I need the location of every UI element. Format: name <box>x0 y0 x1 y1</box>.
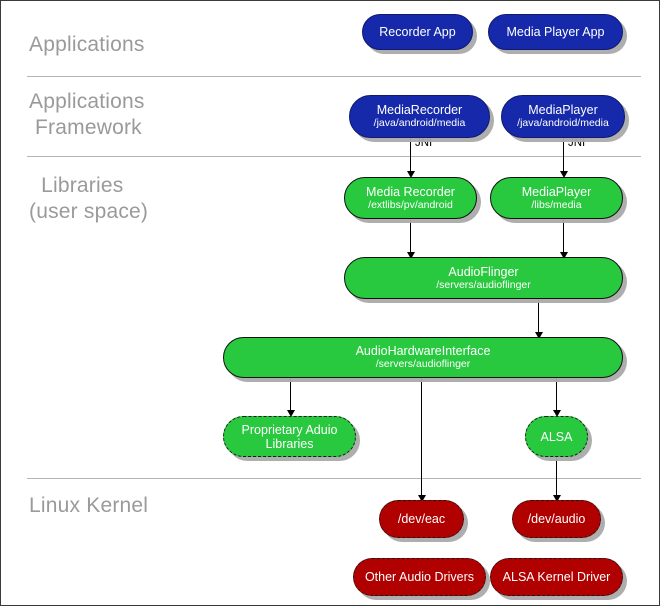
divider-libraries <box>27 478 641 479</box>
node-media-recorder-lib-subtitle: /extlibs/pv/android <box>368 198 453 211</box>
node-proprietary-audio-libraries-subtitle: Libraries <box>265 436 314 451</box>
node-audiohardwareinterface-subtitle: /servers/audioflinger <box>375 358 471 371</box>
node-proprietary-audio-libraries-title: Proprietary Aduio <box>241 422 338 437</box>
arrowhead-ahi-to-proprietary <box>287 410 295 417</box>
node-media-recorder-lib-title: Media Recorder <box>366 184 455 199</box>
node-proprietary-audio-libraries[interactable]: Proprietary Aduio Libraries <box>223 416 356 457</box>
band-label-applications-framework: Applications Framework <box>29 90 145 139</box>
node-recorder-app[interactable]: Recorder App <box>362 14 473 50</box>
connector-ahi-to-alsa <box>556 377 558 415</box>
node-mediaplayer-lib[interactable]: MediaPlayer /libs/media <box>490 177 623 219</box>
node-alsa-kernel-driver-title: ALSA Kernel Driver <box>502 570 611 584</box>
node-audioflinger[interactable]: AudioFlinger /servers/audioflinger <box>344 257 623 299</box>
connector-ahi-to-dev-eac <box>421 377 423 500</box>
node-dev-eac-title: /dev/eac <box>397 512 446 526</box>
edge-label-jni-recorder: JNI <box>415 137 433 149</box>
node-media-recorder-lib[interactable]: Media Recorder /extlibs/pv/android <box>344 177 477 219</box>
divider-applications-framework <box>27 156 641 157</box>
divider-applications <box>27 76 641 77</box>
node-audiohardwareinterface[interactable]: AudioHardwareInterface /servers/audiofli… <box>223 337 623 378</box>
arrowhead-ahi-to-alsa <box>553 410 561 417</box>
connector-media-recorder-to-audioflinger <box>410 219 412 257</box>
band-label-linux-kernel: Linux Kernel <box>29 494 149 517</box>
node-media-player-app-title: Media Player App <box>506 25 605 39</box>
node-mediaplayer-framework-title: MediaPlayer <box>528 103 598 118</box>
node-recorder-app-title: Recorder App <box>379 25 456 39</box>
node-dev-eac[interactable]: /dev/eac <box>379 500 464 538</box>
node-mediaplayer-lib-title: MediaPlayer <box>521 184 592 199</box>
node-mediaplayer-framework[interactable]: MediaPlayer /java/android/media <box>501 95 625 138</box>
connector-mediaplayer-to-audioflinger <box>563 219 565 257</box>
connector-audioflinger-to-audiohardwareinterface <box>538 299 540 337</box>
node-alsa-title: ALSA <box>540 429 573 444</box>
node-mediarecorder-framework[interactable]: MediaRecorder /java/android/media <box>349 95 490 138</box>
node-alsa-kernel-driver[interactable]: ALSA Kernel Driver <box>490 558 623 596</box>
band-label-libraries: Libraries (user space) <box>29 174 149 223</box>
node-dev-audio-title: /dev/audio <box>527 512 586 526</box>
connector-ahi-to-proprietary <box>290 377 292 415</box>
node-audioflinger-title: AudioFlinger <box>448 264 519 279</box>
node-other-audio-drivers[interactable]: Other Audio Drivers <box>353 558 486 596</box>
node-other-audio-drivers-title: Other Audio Drivers <box>364 570 475 584</box>
node-mediaplayer-framework-subtitle: /java/android/media <box>517 117 609 130</box>
arrowhead-mediaplayer-jni <box>560 171 568 178</box>
node-mediarecorder-framework-title: MediaRecorder <box>376 103 463 118</box>
node-media-player-app[interactable]: Media Player App <box>488 14 623 50</box>
arrowhead-audioflinger-to-audiohardwareinterface <box>535 332 543 339</box>
arrowhead-media-recorder-to-audioflinger <box>407 252 415 259</box>
node-audiohardwareinterface-title: AudioHardwareInterface <box>355 344 491 359</box>
node-audioflinger-subtitle: /servers/audioflinger <box>436 278 531 291</box>
node-mediarecorder-framework-subtitle: /java/android/media <box>373 117 466 130</box>
arrowhead-mediaplayer-to-audioflinger <box>560 252 568 259</box>
arrowhead-ahi-to-dev-eac <box>418 495 426 502</box>
arrowhead-mediarecorder-jni <box>407 171 415 178</box>
edge-label-jni-player: JNI <box>568 137 586 149</box>
node-mediaplayer-lib-subtitle: /libs/media <box>531 198 582 211</box>
arrowhead-alsa-to-dev-audio <box>553 495 561 502</box>
band-label-applications: Applications <box>29 33 145 56</box>
connector-alsa-to-dev-audio <box>556 457 558 500</box>
node-dev-audio[interactable]: /dev/audio <box>512 500 601 538</box>
node-alsa[interactable]: ALSA <box>525 416 588 457</box>
connector-mediaplayer-jni <box>563 138 565 176</box>
connector-mediarecorder-jni <box>410 138 412 176</box>
